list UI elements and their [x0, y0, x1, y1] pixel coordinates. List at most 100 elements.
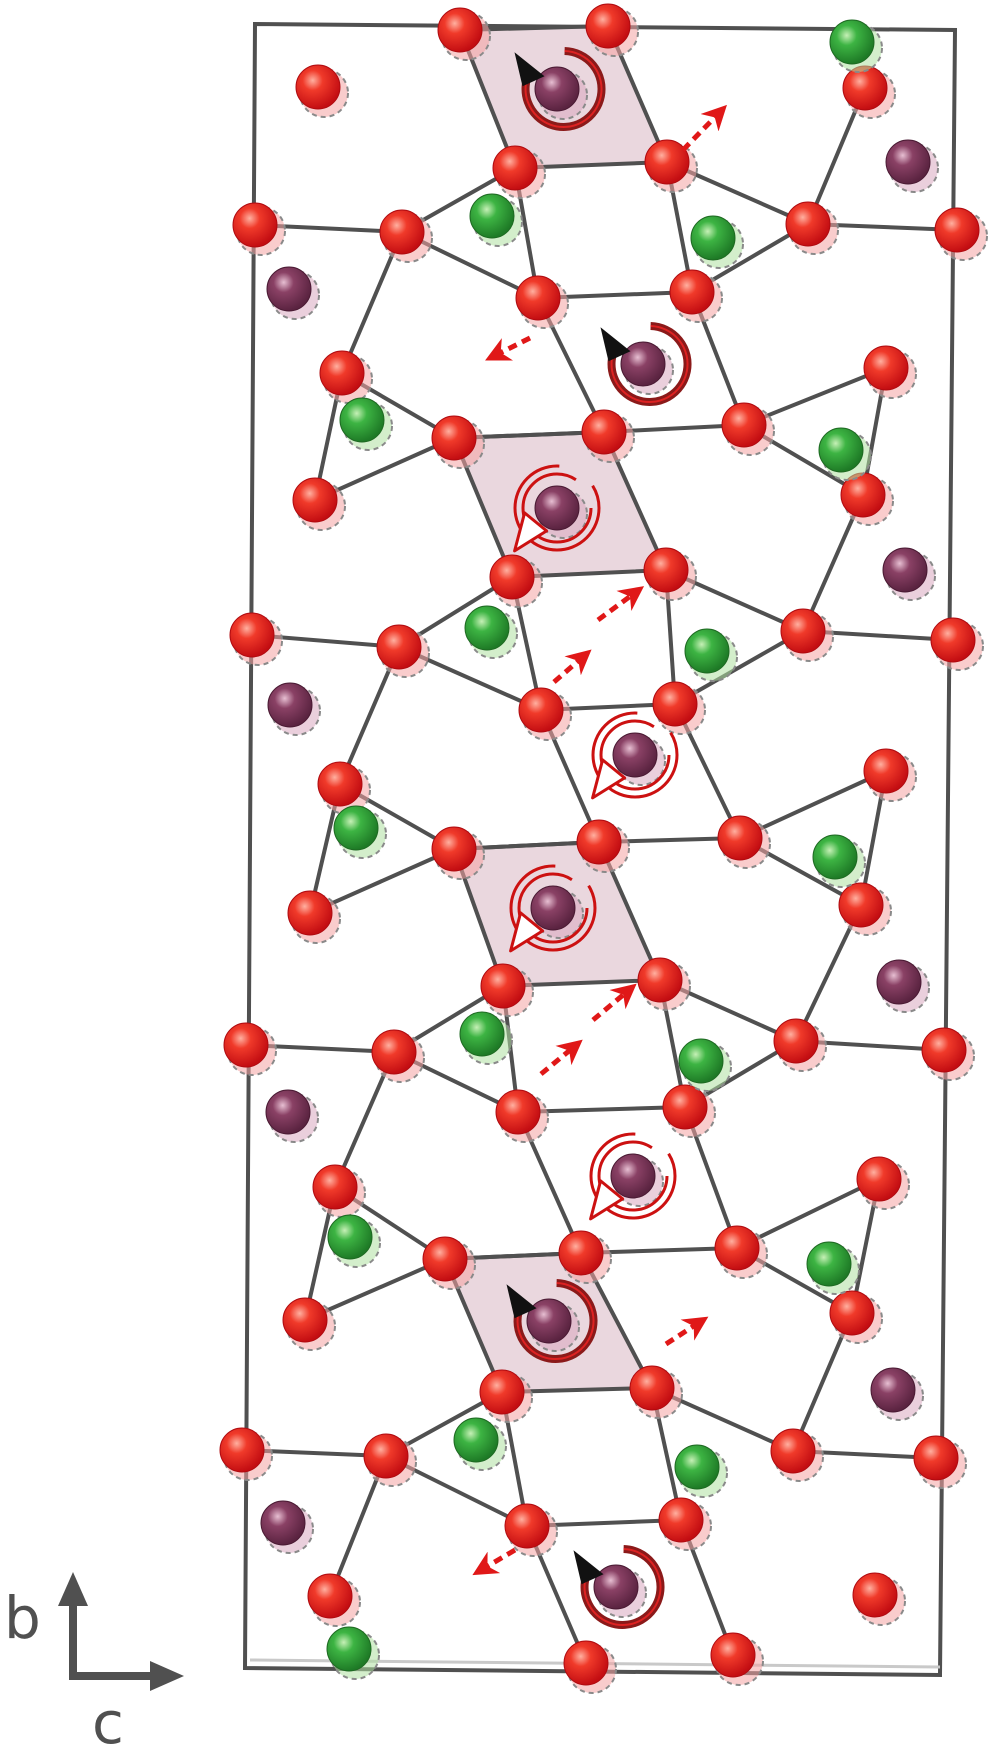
oxygen-atom-36	[637, 957, 691, 1011]
purple-atom-9	[885, 139, 939, 193]
purple-atom-15	[870, 1367, 924, 1421]
displacement-dashed-arrow-icon-1	[681, 104, 727, 152]
oxygen-atom-56	[504, 1503, 558, 1557]
oxygen-atom-58	[307, 1573, 361, 1627]
oxygen-atom-35	[480, 963, 534, 1017]
b-axis-arrowhead-icon	[58, 1572, 88, 1606]
oxygen-atom-18	[292, 477, 346, 531]
purple-atom-5	[530, 885, 584, 939]
oxygen-atom-61	[710, 1632, 764, 1686]
displacement-dashed-arrow-icon-2	[485, 335, 532, 361]
green-atom-7	[684, 628, 738, 682]
purple-atom-6	[610, 1153, 664, 1207]
clockwise-rotation-filled-arrow-icon-2	[600, 322, 692, 406]
oxygen-atom-40	[921, 1027, 975, 1081]
oxygen-atom-7	[232, 202, 286, 256]
green-atom-9	[812, 834, 866, 888]
oxygen-atom-6	[644, 139, 698, 193]
oxygen-atom-20	[489, 554, 543, 608]
oxygen-atom-38	[371, 1029, 425, 1083]
green-atom-3	[690, 215, 744, 269]
c-axis-label: c	[92, 1689, 124, 1757]
oxygen-atom-47	[714, 1225, 768, 1279]
purple-atom-13	[876, 959, 930, 1013]
oxygen-atom-16	[581, 409, 635, 463]
oxygen-atom-46	[558, 1230, 612, 1284]
displacement-arrows-layer	[472, 104, 727, 1576]
oxygen-atom-33	[287, 890, 341, 944]
counterclockwise-rotation-open-arrow-icon-6	[589, 1132, 677, 1221]
oxygen-atom-49	[829, 1290, 883, 1344]
oxygen-atom-8	[379, 209, 433, 263]
green-atom-13	[806, 1241, 860, 1295]
oxygen-atom-53	[363, 1433, 417, 1487]
green-atom-10	[459, 1011, 513, 1065]
counterclockwise-rotation-open-arrow-icon-3	[513, 464, 601, 553]
purple-atom-8	[593, 1564, 647, 1618]
oxygen-atom-5	[492, 145, 546, 199]
purple-atom-11	[882, 547, 936, 601]
displacement-dashed-arrow-icon-7	[664, 1316, 709, 1347]
oxygen-atom-60	[563, 1640, 617, 1694]
oxygen-atom-45	[422, 1236, 476, 1290]
c-axis-arrowhead-icon	[150, 1661, 184, 1691]
oxygen-atom-4	[295, 64, 349, 118]
green-atom-11	[678, 1038, 732, 1092]
oxygen-atom-10	[934, 207, 988, 261]
green-atom-1	[829, 19, 883, 73]
oxygen-atom-27	[652, 681, 706, 735]
oxygen-atom-44	[856, 1156, 910, 1210]
displacement-dashed-arrow-icon-6	[539, 1039, 583, 1076]
oxygen-atom-24	[780, 608, 834, 662]
clockwise-rotation-filled-arrow-icon-8	[573, 1545, 665, 1629]
green-atom-12	[327, 1214, 381, 1268]
oxygen-atom-19	[840, 472, 894, 526]
oxygen-atom-1	[437, 7, 491, 61]
counterclockwise-rotation-open-arrow-icon-5	[509, 864, 597, 953]
displacement-dashed-arrow-icon-8	[472, 1547, 517, 1576]
green-atom-15	[674, 1444, 728, 1498]
atoms-layer	[219, 3, 988, 1694]
oxygen-atom-11	[515, 275, 569, 329]
oxygen-atom-23	[376, 624, 430, 678]
purple-atom-3	[534, 485, 588, 539]
oxygen-atom-14	[863, 345, 917, 399]
green-atom-8	[333, 805, 387, 859]
oxygen-atom-2	[585, 3, 639, 57]
oxygen-atom-21	[643, 547, 697, 601]
oxygen-atom-32	[717, 815, 771, 869]
purple-atom-10	[266, 266, 320, 320]
clockwise-rotation-filled-arrow-icon-7	[506, 1279, 598, 1363]
green-atom-16	[326, 1626, 380, 1680]
bond-38	[738, 769, 888, 840]
oxygen-atom-15	[431, 415, 485, 469]
oxygen-atom-50	[479, 1369, 533, 1423]
purple-atom-16	[260, 1500, 314, 1554]
b-axis-label: b	[4, 1584, 41, 1652]
purple-atom-12	[267, 682, 321, 736]
oxygen-atom-43	[312, 1164, 366, 1218]
oxygen-atom-13	[319, 350, 373, 404]
green-atom-5	[818, 427, 872, 481]
oxygen-atom-54	[770, 1428, 824, 1482]
oxygen-atom-34	[838, 882, 892, 936]
green-atom-6	[464, 605, 518, 659]
oxygen-atom-9	[785, 201, 839, 255]
oxygen-atom-42	[662, 1084, 716, 1138]
purple-atom-4	[612, 732, 666, 786]
oxygen-atom-30	[431, 826, 485, 880]
green-atom-14	[453, 1417, 507, 1471]
oxygen-atom-22	[229, 612, 283, 666]
purple-atom-2	[620, 341, 674, 395]
purple-atom-7	[526, 1298, 580, 1352]
oxygen-atom-12	[669, 269, 723, 323]
oxygen-atom-25	[930, 617, 984, 671]
oxygen-atom-3	[842, 65, 896, 119]
oxygen-atom-55	[913, 1435, 967, 1489]
oxygen-atom-37	[223, 1022, 277, 1076]
oxygen-atom-41	[495, 1089, 549, 1143]
oxygen-atom-39	[773, 1018, 827, 1072]
counterclockwise-rotation-open-arrow-icon-4	[591, 711, 679, 800]
axis-indicator: b c	[4, 1572, 184, 1757]
